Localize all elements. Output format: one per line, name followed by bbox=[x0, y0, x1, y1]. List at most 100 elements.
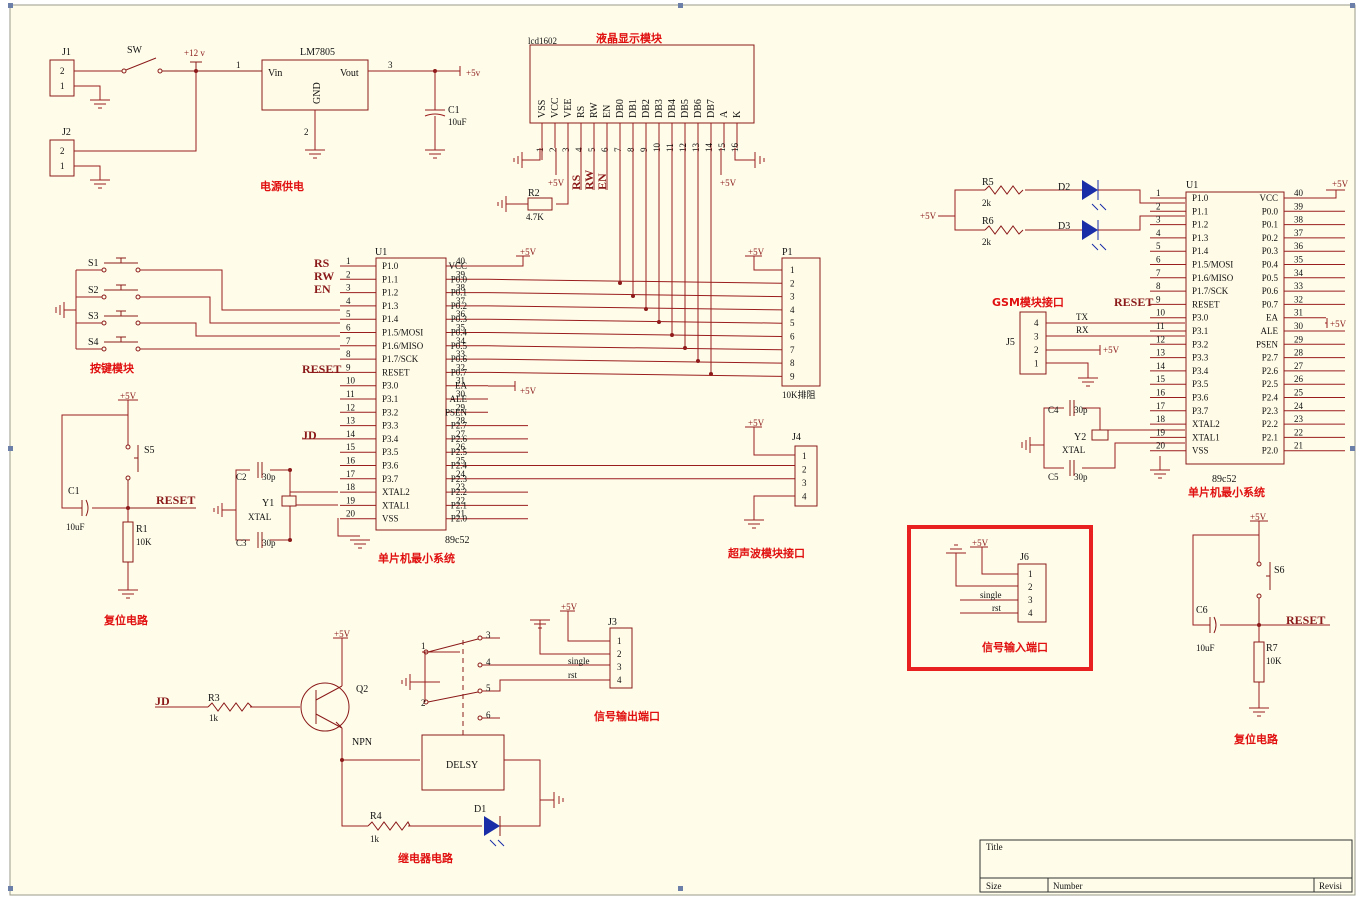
mcu-pin-label: P3.4 bbox=[382, 434, 399, 444]
svg-text:89c52: 89c52 bbox=[445, 535, 469, 546]
d2-led[interactable] bbox=[1082, 180, 1098, 200]
svg-text:RESET: RESET bbox=[156, 493, 195, 507]
svg-text:D2: D2 bbox=[1058, 182, 1070, 193]
key-label: S4 bbox=[88, 337, 99, 348]
r2-resistor[interactable] bbox=[527, 197, 553, 211]
svg-text:RW: RW bbox=[582, 170, 596, 190]
svg-text:+5V: +5V bbox=[1250, 512, 1267, 522]
gsm-title: GSM模块接口 bbox=[992, 295, 1064, 309]
mcu-pin-label: VSS bbox=[1192, 446, 1209, 456]
mcu-pin-label: P2.2 bbox=[1262, 419, 1278, 429]
svg-text:RS: RS bbox=[314, 256, 330, 270]
mcu-pin-label: P3.5 bbox=[1192, 379, 1209, 389]
j4-pin-number: 2 bbox=[802, 465, 807, 475]
lm7805-regulator[interactable] bbox=[261, 59, 369, 111]
mcu-pin-label: P0.0 bbox=[1262, 206, 1279, 216]
d1-led[interactable] bbox=[484, 816, 500, 836]
mcu-pin-number: 30 bbox=[456, 389, 466, 399]
mcu-pin-number: 2 bbox=[1156, 201, 1161, 211]
svg-text:1: 1 bbox=[60, 161, 65, 171]
svg-text:2: 2 bbox=[60, 146, 65, 156]
svg-text:XTAL: XTAL bbox=[1062, 445, 1085, 455]
j1-connector[interactable] bbox=[49, 59, 75, 97]
j1-label: J1 bbox=[62, 47, 71, 58]
svg-text:RESET: RESET bbox=[302, 362, 341, 376]
mcu1-89c52-chip[interactable] bbox=[375, 257, 447, 531]
p1-label: P1 bbox=[782, 247, 793, 258]
q2-transistor[interactable] bbox=[300, 682, 350, 732]
y1-crystal[interactable] bbox=[281, 495, 297, 507]
svg-text:EN: EN bbox=[595, 173, 609, 190]
mcu-pin-label: P1.7/SCK bbox=[382, 354, 419, 364]
svg-text:EN: EN bbox=[314, 282, 331, 296]
svg-text:+5V: +5V bbox=[1332, 179, 1349, 189]
lcd-pin-number: 3 bbox=[561, 147, 571, 152]
svg-text:XTAL: XTAL bbox=[248, 512, 271, 522]
svg-text:3: 3 bbox=[486, 630, 491, 640]
svg-text:10K: 10K bbox=[136, 537, 152, 547]
key-switch[interactable] bbox=[101, 294, 107, 300]
key-switch[interactable] bbox=[101, 267, 107, 273]
key-switch[interactable] bbox=[101, 320, 107, 326]
mcu-pin-number: 28 bbox=[1294, 348, 1304, 358]
mcu-pin-number: 10 bbox=[346, 376, 356, 386]
j3-pin-number: 2 bbox=[617, 649, 622, 659]
svg-text:+5V: +5V bbox=[1103, 345, 1120, 355]
j3-title: 信号输出端口 bbox=[594, 709, 660, 723]
mcu2-89c52-chip[interactable] bbox=[1185, 191, 1285, 465]
sw-label: SW bbox=[127, 45, 143, 56]
svg-text:30p: 30p bbox=[262, 538, 276, 548]
lcd-pin-label: DB6 bbox=[693, 99, 704, 118]
mcu-pin-label: P0.4 bbox=[1262, 260, 1279, 270]
lcd-pin-number: 5 bbox=[587, 147, 597, 152]
svg-text:+5V: +5V bbox=[720, 178, 737, 188]
p1-pin-number: 7 bbox=[790, 345, 795, 355]
svg-text:4: 4 bbox=[486, 657, 491, 667]
y2-crystal[interactable] bbox=[1091, 429, 1109, 441]
j2-connector[interactable] bbox=[49, 139, 75, 177]
svg-text:DELSY: DELSY bbox=[446, 760, 478, 771]
p1-resistor-pack[interactable] bbox=[781, 257, 821, 387]
svg-text:1k: 1k bbox=[370, 834, 380, 844]
mcu-pin-label: P2.7 bbox=[1262, 353, 1279, 363]
reset2-block: +5V S6 C6 10uF RESET R7 10K 复位电路 bbox=[1192, 512, 1330, 746]
j4-connector[interactable] bbox=[794, 445, 818, 507]
svg-text:2: 2 bbox=[304, 127, 309, 137]
lcd-pin-label: DB7 bbox=[706, 99, 717, 118]
lcd-title: 液晶显示模块 bbox=[596, 31, 663, 45]
j6-pin-number: 2 bbox=[1028, 582, 1033, 592]
mcu-pin-label: P2.1 bbox=[451, 500, 467, 510]
mcu-pin-label: P3.2 bbox=[1192, 339, 1208, 349]
key-switch[interactable] bbox=[101, 346, 107, 352]
title-block: Title Size Number Revisi bbox=[979, 839, 1353, 893]
svg-text:S6: S6 bbox=[1274, 565, 1285, 576]
mcu-pin-number: 36 bbox=[1294, 241, 1304, 251]
lcd1602-module[interactable] bbox=[529, 44, 755, 124]
lcd-pin-number: 7 bbox=[613, 147, 623, 152]
d3-led[interactable] bbox=[1082, 220, 1098, 240]
svg-text:+5V: +5V bbox=[520, 386, 537, 396]
j3-pin-number: 4 bbox=[617, 675, 622, 685]
mcu-pin-label: P3.3 bbox=[1192, 353, 1209, 363]
number-field: Number bbox=[1053, 881, 1083, 891]
svg-text:J3: J3 bbox=[608, 617, 617, 628]
mcu-pin-label: P2.3 bbox=[1262, 406, 1279, 416]
selection-handles[interactable] bbox=[8, 3, 1355, 891]
r7-resistor[interactable] bbox=[1253, 641, 1265, 683]
j6-connector[interactable] bbox=[1017, 563, 1047, 623]
mcu-pin-number: 31 bbox=[1294, 308, 1303, 318]
mcu-pin-number: 34 bbox=[456, 336, 466, 346]
j3-connector[interactable] bbox=[609, 627, 633, 689]
mcu-pin-label: P2.5 bbox=[1262, 379, 1279, 389]
mcu-pin-number: 37 bbox=[456, 296, 466, 306]
lcd-pin-number: 11 bbox=[665, 143, 675, 152]
mcu-pin-label: P1.2 bbox=[1192, 220, 1208, 230]
svg-text:S5: S5 bbox=[144, 445, 155, 456]
reset2-title: 复位电路 bbox=[1233, 732, 1279, 746]
r1-resistor[interactable] bbox=[122, 521, 134, 563]
j5-gsm-connector[interactable] bbox=[1019, 311, 1047, 375]
j4-pin-number: 4 bbox=[802, 492, 807, 502]
